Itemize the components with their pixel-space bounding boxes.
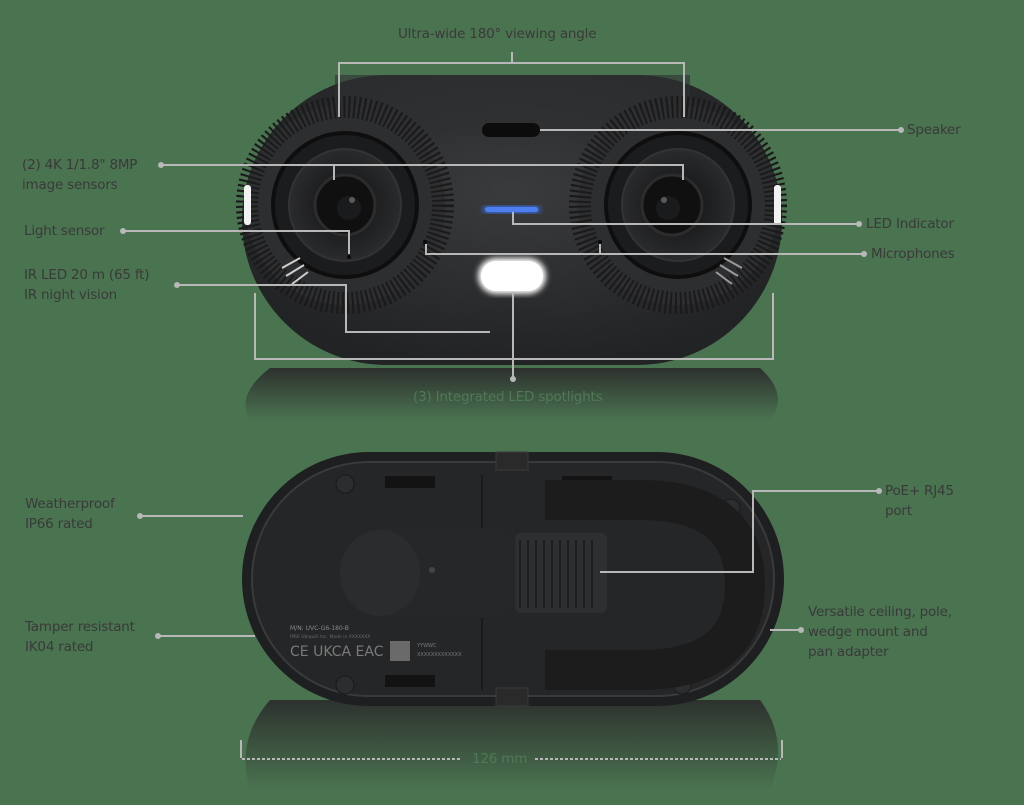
leader-dot bbox=[861, 251, 867, 257]
callout-line-1: PoE+ RJ45 bbox=[885, 483, 954, 499]
callout-mount-adapter: Versatile ceiling, pole, wedge mount and… bbox=[808, 602, 952, 662]
callout-line-1: (2) 4K 1/1.8" 8MP bbox=[22, 157, 138, 173]
dimension-line bbox=[242, 758, 462, 760]
callout-line-2: wedge mount and bbox=[808, 624, 928, 640]
callout-line-2: port bbox=[885, 503, 912, 519]
leader-line bbox=[124, 230, 349, 232]
leader-line bbox=[338, 62, 340, 117]
svg-text:XXXXXXXXXXXXX: XXXXXXXXXXXXX bbox=[417, 652, 462, 658]
callout-tamper-resistant: Tamper resistant IK04 rated bbox=[25, 617, 135, 657]
camera-front bbox=[236, 75, 787, 365]
callout-light-sensor: Light sensor bbox=[24, 223, 105, 239]
leader-dot bbox=[174, 282, 180, 288]
callout-speaker: Speaker bbox=[907, 122, 961, 138]
leader-line bbox=[162, 164, 684, 166]
callout-line-1: Versatile ceiling, pole, bbox=[808, 604, 952, 620]
callout-line-1: Weatherproof bbox=[25, 496, 115, 512]
callout-led-spotlights: (3) Integrated LED spotlights bbox=[413, 389, 603, 405]
callout-image-sensors: (2) 4K 1/1.8" 8MP image sensors bbox=[22, 155, 137, 195]
svg-text:IP66 Ubiquiti Inc. Made in: IP66 Ubiquiti Inc. Made in XXXXXXX bbox=[290, 634, 370, 640]
leader-dot bbox=[158, 162, 164, 168]
callout-line-3: pan adapter bbox=[808, 644, 889, 660]
leader-line bbox=[512, 212, 514, 224]
svg-text:M/N: UVC-G6-180-B: M/N: UVC-G6-180-B bbox=[290, 625, 349, 632]
callout-weatherproof: Weatherproof IP66 rated bbox=[25, 494, 115, 534]
leader-line bbox=[511, 52, 513, 62]
leader-line bbox=[141, 515, 243, 517]
leader-dot bbox=[510, 376, 516, 382]
camera-back: M/N: UVC-G6-180-B IP66 Ubiquiti Inc. Mad… bbox=[242, 451, 784, 790]
leader-line bbox=[683, 62, 685, 117]
callout-line-2: image sensors bbox=[22, 177, 118, 193]
callout-line-2: IK04 rated bbox=[25, 639, 94, 655]
svg-text:CE UKCA EAC: CE UKCA EAC bbox=[290, 644, 384, 660]
callout-viewing-angle: Ultra-wide 180° viewing angle bbox=[398, 26, 597, 42]
dimension-line bbox=[240, 740, 242, 758]
callout-line-2: IR night vision bbox=[24, 287, 118, 303]
leader-line bbox=[159, 635, 255, 637]
leader-line bbox=[345, 284, 347, 332]
svg-text:YYWWC: YYWWC bbox=[416, 643, 437, 649]
leader-line bbox=[599, 244, 601, 254]
leader-line bbox=[254, 293, 256, 359]
leader-line bbox=[254, 358, 774, 360]
callout-line-1: Tamper resistant bbox=[25, 619, 135, 635]
dimension-line bbox=[535, 758, 781, 760]
leader-line bbox=[425, 253, 862, 255]
leader-line bbox=[600, 571, 754, 573]
callout-line-2: IP66 rated bbox=[25, 516, 93, 532]
leader-line bbox=[178, 284, 346, 286]
dimension-label: 126 mm bbox=[472, 751, 528, 767]
leader-dot bbox=[898, 127, 904, 133]
leader-line bbox=[682, 164, 684, 180]
leader-dot bbox=[120, 228, 126, 234]
dimension-line bbox=[781, 740, 783, 758]
leader-line bbox=[425, 244, 427, 254]
leader-line bbox=[752, 490, 754, 573]
leader-line bbox=[333, 164, 335, 180]
leader-dot bbox=[798, 627, 804, 633]
leader-dot bbox=[876, 488, 882, 494]
leader-line bbox=[345, 331, 490, 333]
leader-line bbox=[772, 293, 774, 359]
leader-line bbox=[348, 230, 350, 254]
leader-dot bbox=[137, 513, 143, 519]
leader-dot bbox=[856, 221, 862, 227]
leader-line bbox=[752, 490, 878, 492]
callout-line-1: IR LED 20 m (65 ft) bbox=[24, 267, 150, 283]
callout-ir-led: IR LED 20 m (65 ft) IR night vision bbox=[24, 265, 150, 305]
callout-poe-port: PoE+ RJ45 port bbox=[885, 481, 954, 521]
leader-line bbox=[512, 223, 857, 225]
leader-line bbox=[512, 292, 514, 378]
leader-line bbox=[770, 629, 800, 631]
leader-line bbox=[338, 62, 684, 64]
leader-dot bbox=[155, 633, 161, 639]
leader-line bbox=[540, 129, 900, 131]
callout-microphones: Microphones bbox=[871, 246, 955, 262]
callout-led-indicator: LED Indicator bbox=[866, 216, 954, 232]
